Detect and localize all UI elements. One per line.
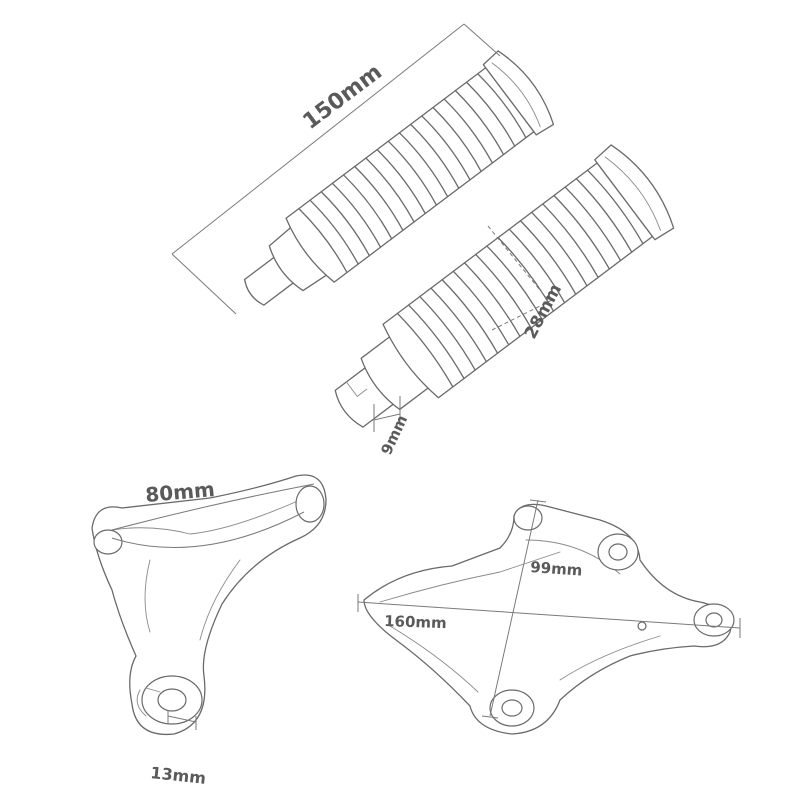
- bracket-left-top-right-hole: [295, 485, 325, 523]
- peg-diameter-dimension: [487, 225, 553, 331]
- bracket-right-end-hole: [705, 612, 723, 628]
- peg-pin-dimension: [373, 396, 401, 432]
- foot-peg-left: [243, 50, 555, 306]
- bracket-right-mid-hole: [608, 543, 628, 561]
- label-99mm: 99mm: [530, 558, 583, 580]
- bracket-right-dimensions: [357, 499, 741, 719]
- bracket-right-small-hole: [637, 621, 647, 631]
- label-13mm: 13mm: [150, 763, 207, 788]
- peg-right-ribs: [396, 169, 644, 388]
- foot-peg-right: [334, 144, 675, 428]
- bracket-left-top-left-hole: [93, 529, 123, 555]
- bracket-left-hole-dimension: [167, 710, 197, 730]
- peg-length-dimension: [171, 23, 501, 315]
- bracket-right: [363, 503, 735, 735]
- bracket-right-bottom-hole: [501, 699, 523, 717]
- label-9mm: 9mm: [377, 412, 411, 457]
- bracket-left-bottom-hole: [157, 688, 187, 712]
- peg-left-ribs: [298, 73, 527, 274]
- bracket-left-width-dimension: [111, 483, 315, 549]
- bracket-right-top-hole: [513, 505, 543, 531]
- label-160mm: 160mm: [384, 612, 447, 632]
- label-150mm: 150mm: [299, 60, 387, 135]
- bracket-left: [91, 474, 327, 736]
